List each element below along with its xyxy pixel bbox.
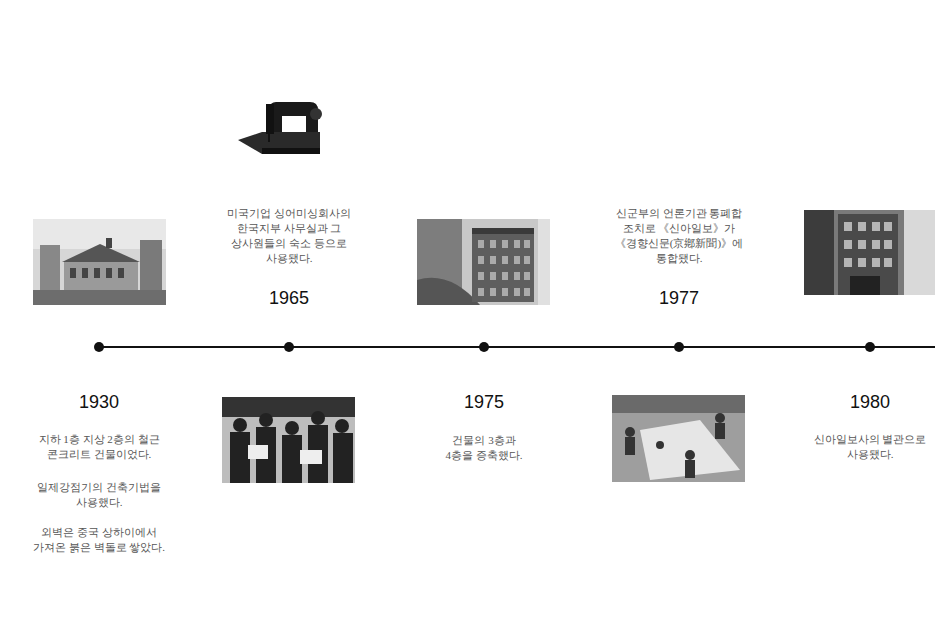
year-label: 1965 <box>249 287 329 309</box>
timeline-axis <box>99 346 935 348</box>
photo-1975 <box>417 219 550 305</box>
event-note: 신군부의 언론기관 통폐합 조치로 《신아일보》가 《경향신문(京鄕新聞)》에 … <box>599 206 759 266</box>
event-note: 지하 1층 지상 2층의 철근 콘크리트 건물이었다. <box>29 432 169 462</box>
event-note: 외벽은 중국 상하이에서 가져온 붉은 벽돌로 쌓았다. <box>29 525 169 555</box>
photo-1965 <box>222 397 355 483</box>
event-note: 건물의 3층과 4층을 증축했다. <box>439 433 529 463</box>
photo-1977 <box>612 395 745 482</box>
year-label: 1980 <box>830 391 910 413</box>
photo-1930 <box>33 219 166 305</box>
event-note: 미국기업 싱어미싱회사의 한국지부 사무실과 그 상사원들의 숙소 등으로 사용… <box>214 206 364 266</box>
event-note: 신아일보사의 별관으로 사용됐다. <box>812 432 928 462</box>
year-label: 1930 <box>59 391 139 413</box>
timeline-dots <box>94 342 875 352</box>
year-label: 1977 <box>639 287 719 309</box>
year-label: 1975 <box>444 391 524 413</box>
photo-1980 <box>804 210 935 295</box>
sewing-machine-icon <box>238 102 322 154</box>
event-note: 일제강점기의 건축기법을 사용했다. <box>29 480 169 510</box>
